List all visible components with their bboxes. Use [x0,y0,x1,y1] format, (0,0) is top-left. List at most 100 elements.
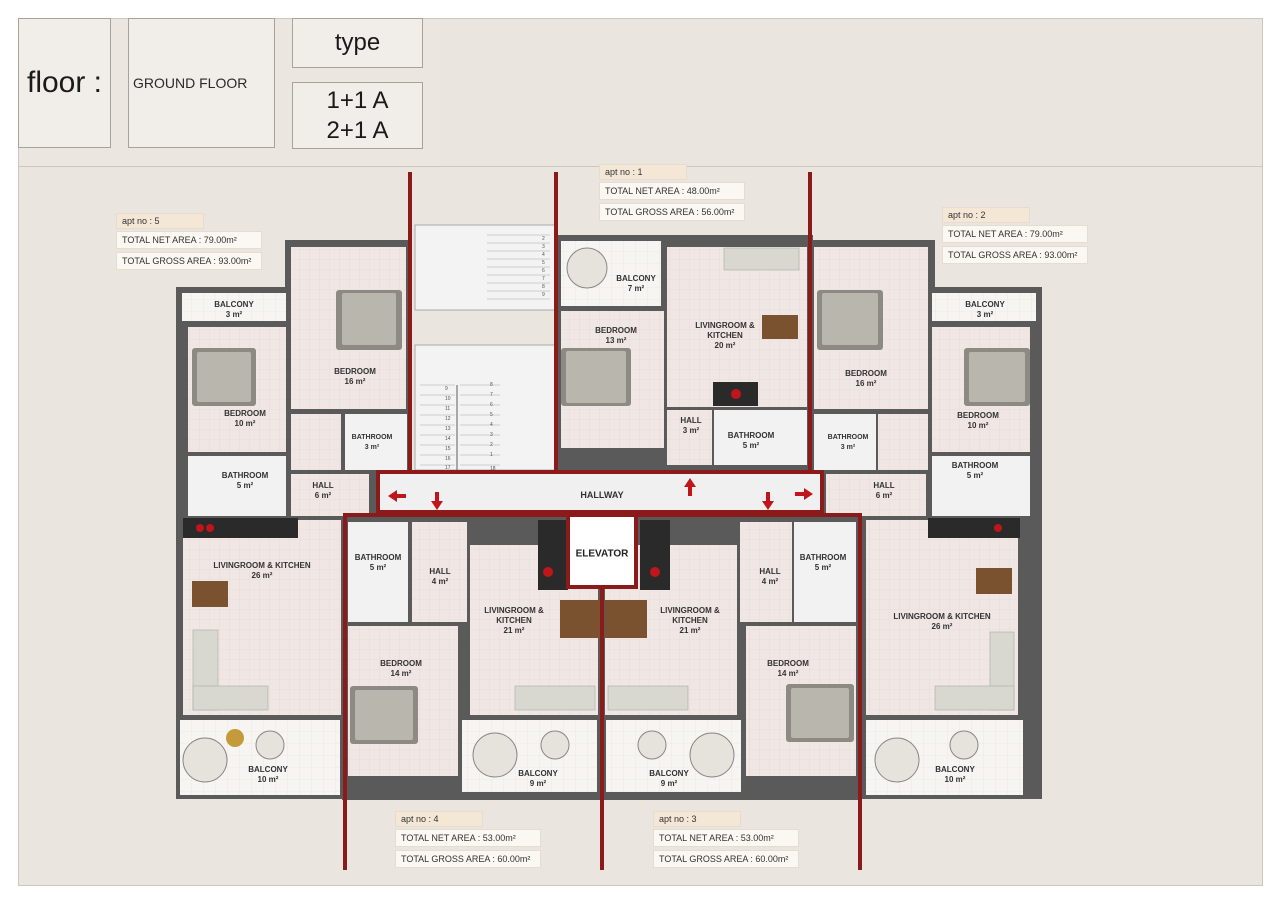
stair-number: 4 [542,252,545,258]
floor-value: GROUND FLOOR [128,18,275,148]
stair-number: 4 [490,422,493,428]
stair-number: 2 [490,442,493,448]
stair-number: 6 [542,268,545,274]
total-gross-area: TOTAL GROSS AREA : 60.00m² [653,850,799,868]
total-net-area: TOTAL NET AREA : 79.00m² [116,231,262,249]
stair-number: 7 [542,276,545,282]
stair-number: 16 [445,456,451,462]
stairs [414,224,556,471]
arrow-right-icon [795,488,813,500]
hallway-label: HALLWAY [580,490,624,500]
type-values: 1+1 A 2+1 A [292,82,423,149]
stair-number: 3 [490,432,493,438]
stair-number: 9 [445,386,448,392]
stair-number: 6 [490,402,493,408]
stair-number: 17 [445,465,451,471]
stair-number: 3 [542,244,545,250]
stair-number: 12 [445,416,451,422]
stair-number: 1 [490,452,493,458]
stair-number: 15 [445,446,451,452]
total-gross-area: TOTAL GROSS AREA : 56.00m² [599,203,745,221]
apartment-card-3: apt no : 3 TOTAL NET AREA : 53.00m² TOTA… [653,811,799,871]
total-net-area: TOTAL NET AREA : 53.00m² [653,829,799,847]
elevator-label: ELEVATOR [573,547,631,561]
total-gross-area: TOTAL GROSS AREA : 93.00m² [942,246,1088,264]
stair-number: 8 [490,382,493,388]
apt5-rooms [180,247,407,795]
stair-number: 10 [445,396,451,402]
stair-number: 8 [542,284,545,290]
stair-number: 14 [445,436,451,442]
apartment-card-1: apt no : 1 TOTAL NET AREA : 48.00m² TOTA… [599,164,745,224]
arrow-left-icon [388,490,406,502]
total-gross-area: TOTAL GROSS AREA : 60.00m² [395,850,541,868]
apartment-number: apt no : 2 [942,207,1030,223]
arrow-down-icon [762,492,774,510]
arrow-down-icon [431,492,443,510]
apartment-number: apt no : 3 [653,811,741,827]
stair-number: 13 [445,426,451,432]
stair-numbers: 2 3 4 5 6 7 8 9 9 10 11 12 13 14 15 16 1… [445,236,545,472]
total-net-area: TOTAL NET AREA : 48.00m² [599,182,745,200]
type-value-1: 1+1 A [326,86,389,114]
apt1-rooms [561,241,807,465]
apartment-card-5: apt no : 5 TOTAL NET AREA : 79.00m² TOTA… [116,213,262,273]
floor-label: floor : [18,18,111,148]
stair-number: 11 [445,406,450,412]
apt2-rooms [814,247,1036,795]
stair-number: 9 [542,292,545,298]
apartment-number: apt no : 5 [116,213,204,229]
stair-number: 7 [490,392,493,398]
stair-number: 18 [490,466,496,472]
stair-number: 2 [542,236,545,242]
plan-background-top [440,18,1263,168]
stair-number: 5 [490,412,493,418]
type-label: type [292,18,423,68]
apartment-card-4: apt no : 4 TOTAL NET AREA : 53.00m² TOTA… [395,811,541,871]
stair-number: 5 [542,260,545,266]
type-value-2: 2+1 A [326,116,389,144]
total-net-area: TOTAL NET AREA : 53.00m² [395,829,541,847]
apartment-number: apt no : 4 [395,811,483,827]
arrow-up-icon [684,478,696,496]
apartment-number: apt no : 1 [599,164,687,180]
apt3-rooms [605,520,856,792]
total-gross-area: TOTAL GROSS AREA : 93.00m² [116,252,262,270]
apartment-card-2: apt no : 2 TOTAL NET AREA : 79.00m² TOTA… [942,207,1088,267]
circulation-arrows [388,478,813,510]
total-net-area: TOTAL NET AREA : 79.00m² [942,225,1088,243]
